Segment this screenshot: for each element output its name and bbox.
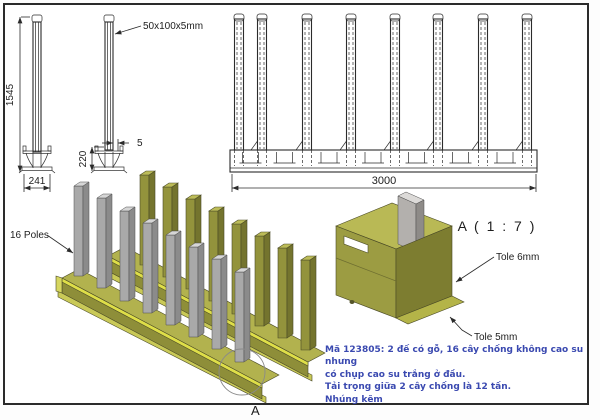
front-pole	[345, 13, 357, 166]
side-view-left-pole	[18, 14, 56, 174]
dim-length-3000: 3000	[231, 174, 537, 192]
iso-near-rail	[55, 268, 280, 404]
dim-220-label: 220	[78, 150, 89, 167]
note-line-3: Tải trọng giữa 2 cây chống là 12 tấn.	[325, 382, 512, 393]
note-line-1: Mã 123805: 2 đế có gỗ, 16 cây chống khôn…	[325, 345, 584, 368]
dim-5-label: 5	[137, 138, 143, 149]
beam-pockets	[239, 152, 516, 164]
dim-3000-label: 3000	[372, 175, 396, 187]
note-line-4: Nhúng kẽm	[325, 394, 383, 405]
front-pole	[477, 13, 489, 166]
detail-view-title: A ( 1 : 7 )	[458, 218, 537, 234]
tole6-text: Tole 6mm	[496, 252, 539, 263]
front-pole	[233, 13, 245, 166]
label-tole-5mm: Tole 5mm	[449, 316, 517, 343]
notes-block: Mã 123805: 2 đế có gỗ, 16 cây chống khôn…	[325, 344, 593, 406]
front-view: 3000	[229, 13, 538, 192]
dim-base-height-220: 220	[78, 146, 104, 171]
front-view-poles	[233, 13, 533, 166]
dim-1545-label: 1545	[5, 83, 16, 106]
note-line-2: có chụp cao su trắng ở đầu.	[325, 369, 466, 380]
tole5-text: Tole 5mm	[474, 332, 517, 343]
front-pole	[521, 13, 533, 166]
label-tole-6mm: Tole 6mm	[455, 252, 539, 283]
front-view-gussets	[250, 139, 523, 151]
detail-view: A ( 1 : 7 ) Tole 6mm Tole 5mm	[335, 191, 539, 343]
detail-marker-a: A	[251, 403, 260, 418]
dim-base-width-241: 241	[23, 174, 51, 192]
front-pole	[389, 13, 401, 166]
label-16-poles: 16 Poles	[10, 230, 74, 254]
label-section-50x100x5: 50x100x5mm	[114, 21, 203, 35]
front-pole	[432, 13, 444, 166]
dim-thickness-5: 5	[102, 138, 143, 151]
front-pole	[256, 13, 268, 166]
poles-count-label: 16 Poles	[10, 230, 49, 241]
front-pole	[301, 13, 313, 166]
iso-near-poles	[73, 181, 251, 363]
iso-view: 16 Poles A	[10, 170, 326, 418]
dim-241-label: 241	[29, 176, 46, 187]
dim-height-1545: 1545	[5, 16, 30, 172]
section-label-text: 50x100x5mm	[143, 21, 203, 32]
detail-callout-circle	[218, 348, 266, 396]
